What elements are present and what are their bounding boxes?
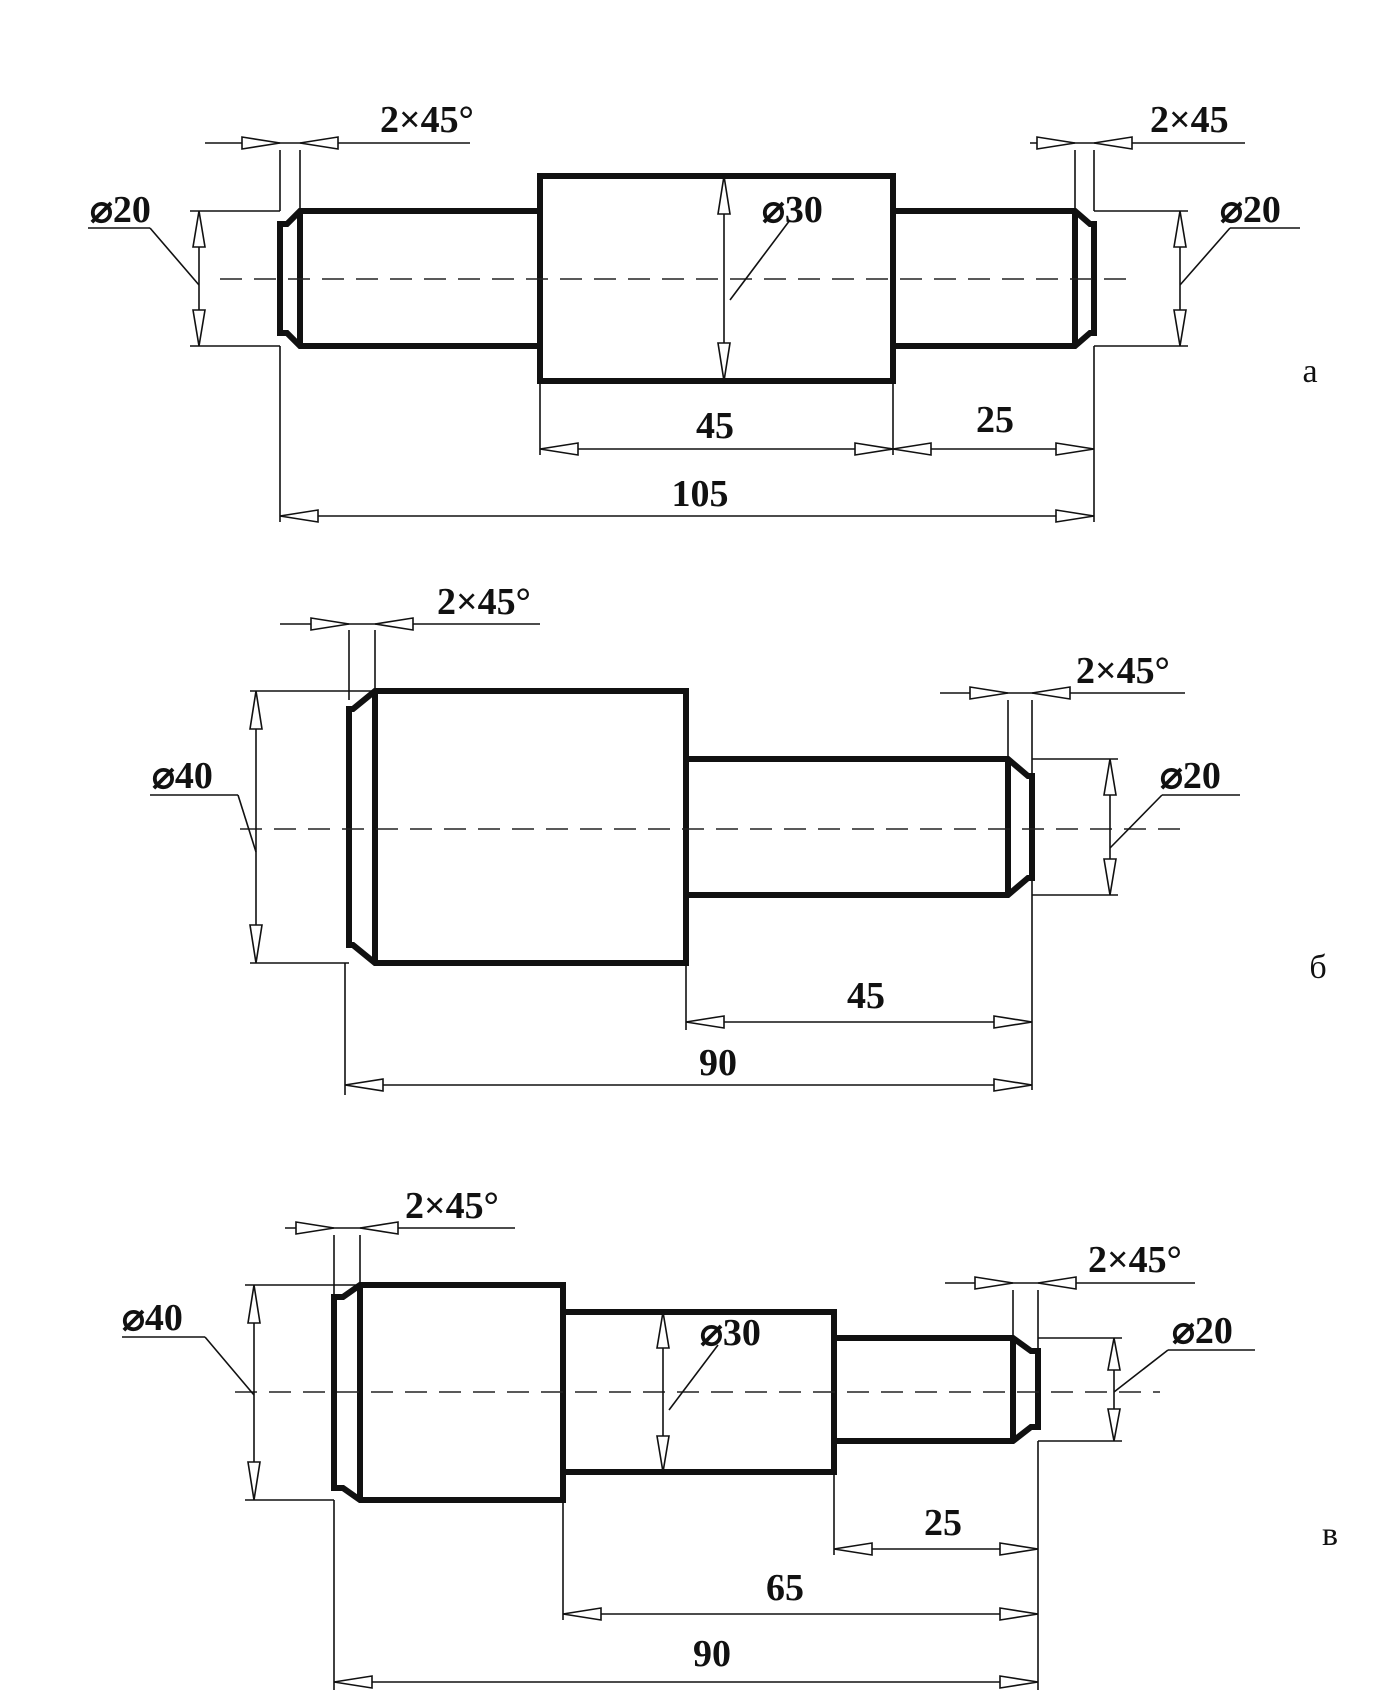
- chamfer-label-b-right: 2×45°: [1076, 650, 1170, 692]
- diameter-label-c-left: ⌀40: [122, 1297, 183, 1339]
- length-label-b-journal: 45: [847, 975, 885, 1017]
- length-label-a-total: 105: [672, 473, 729, 515]
- figure-label-c: в: [1322, 1516, 1338, 1553]
- diameter-label-b-left: ⌀40: [152, 755, 213, 797]
- length-label-b-total: 90: [699, 1042, 737, 1084]
- drawing-c: 2×45° 2×45° ⌀40 ⌀30 ⌀20: [122, 1185, 1338, 1690]
- drawing-b: 2×45° 2×45° ⌀40 ⌀20 45: [150, 581, 1327, 1095]
- diameter-label-c-mid: ⌀30: [700, 1312, 761, 1354]
- chamfer-label-a-left: 2×45°: [380, 99, 474, 141]
- length-label-c-journal: 25: [924, 1502, 962, 1544]
- chamfer-label-b-left: 2×45°: [437, 581, 531, 623]
- shaft-b-journal: [686, 756, 1035, 898]
- diameter-label-c-right: ⌀20: [1172, 1310, 1233, 1352]
- shaft-c-collar: [331, 1282, 566, 1503]
- figure-label-a: а: [1302, 353, 1317, 390]
- diameter-label-a-right: ⌀20: [1220, 189, 1281, 231]
- length-label-a-journal: 25: [976, 399, 1014, 441]
- shaft-b-collar: [346, 688, 689, 966]
- diameter-label-a-mid: ⌀30: [762, 189, 823, 231]
- chamfer-label-c-left: 2×45°: [405, 1185, 499, 1227]
- length-label-a-collar: 45: [696, 405, 734, 447]
- length-label-c-mid: 65: [766, 1567, 804, 1609]
- drawing-a: 2×45° 2×45 ⌀20 ⌀30 ⌀20: [88, 99, 1318, 523]
- shaft-a-right-journal: [890, 208, 1097, 349]
- chamfer-label-a-right: 2×45: [1150, 99, 1229, 141]
- figure-label-b: б: [1309, 949, 1326, 986]
- length-label-c-total: 90: [693, 1633, 731, 1675]
- diameter-label-a-left: ⌀20: [90, 189, 151, 231]
- chamfer-label-c-right: 2×45°: [1088, 1239, 1182, 1281]
- diameter-label-b-right: ⌀20: [1160, 755, 1221, 797]
- shaft-c-journal: [834, 1335, 1041, 1444]
